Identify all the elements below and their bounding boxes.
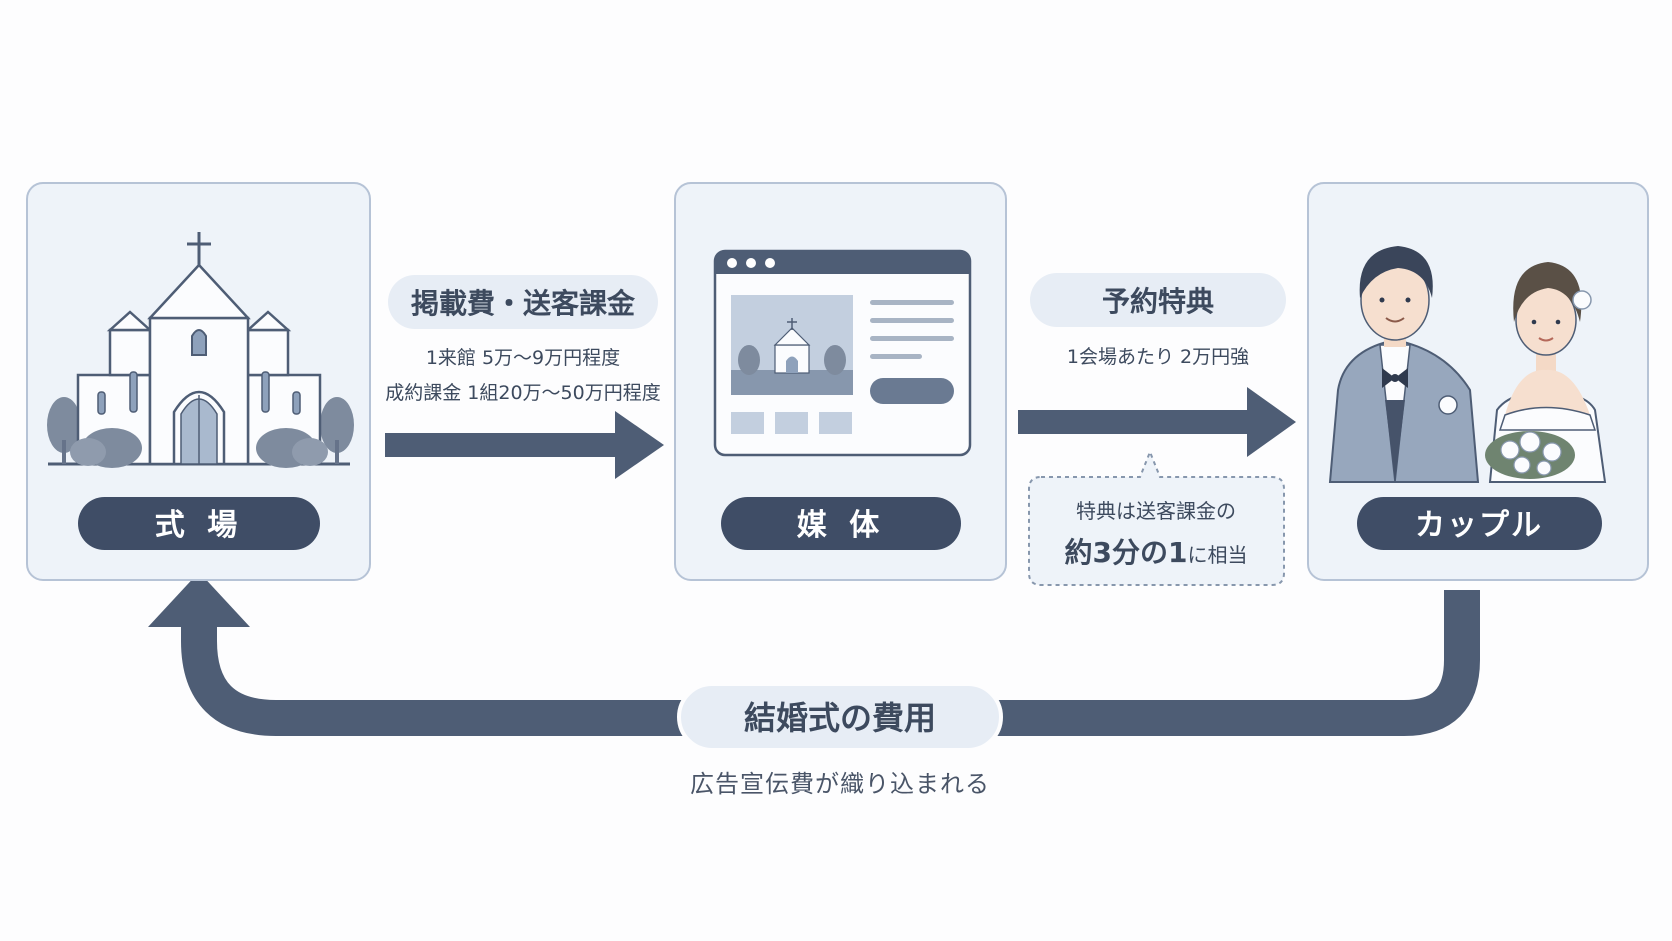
arrow-media-to-couple: 予約特典 1会場あたり 2万円強 [1018, 273, 1296, 457]
note-line2: 約3分の1に相当 [1065, 536, 1248, 569]
media-label: 媒 体 [797, 508, 885, 543]
media-label-pill [721, 497, 961, 550]
wedding-cost-title: 結婚式の費用 [744, 699, 936, 737]
wedding-cost-caption: 広告宣伝費が織り込まれる [690, 770, 990, 798]
venue-card: 式 場 [26, 182, 371, 581]
website-icon [713, 249, 972, 457]
wedding-cost: 結婚式の費用 広告宣伝費が織り込まれる [677, 682, 1003, 798]
benefit-pill [1030, 273, 1286, 327]
couple-card: カップル [1307, 182, 1649, 581]
fee-visit: 1来館 5万〜9万円程度 [426, 347, 620, 369]
venue-label: 式 場 [155, 508, 243, 543]
fee-contract: 成約課金 1組20万〜50万円程度 [385, 382, 660, 404]
fee-title: 掲載費・送客課金 [411, 287, 636, 320]
couple-label-pill [1357, 497, 1602, 550]
benefit-amount: 1会場あたり 2万円強 [1067, 346, 1249, 368]
note-line1: 特典は送客課金の [1076, 499, 1236, 523]
couple-label: カップル [1415, 508, 1543, 543]
note-suffix: に相当 [1187, 543, 1247, 567]
return-arrow [148, 572, 1480, 736]
couple-icon [1328, 246, 1607, 483]
benefit-title: 予約特典 [1102, 285, 1214, 318]
arrow-venue-to-media: 掲載費・送客課金 1来館 5万〜9万円程度 成約課金 1組20万〜50万円程度 [385, 275, 664, 479]
church-icon [47, 232, 354, 468]
benefit-note: 特典は送客課金の 約3分の1に相当 [1028, 449, 1285, 586]
media-card: 媒 体 [674, 182, 1007, 581]
venue-label-pill [78, 497, 320, 550]
fee-pill [388, 275, 658, 329]
note-emphasis: 約3分の1 [1065, 536, 1188, 569]
wedding-cost-pill [677, 682, 1003, 752]
